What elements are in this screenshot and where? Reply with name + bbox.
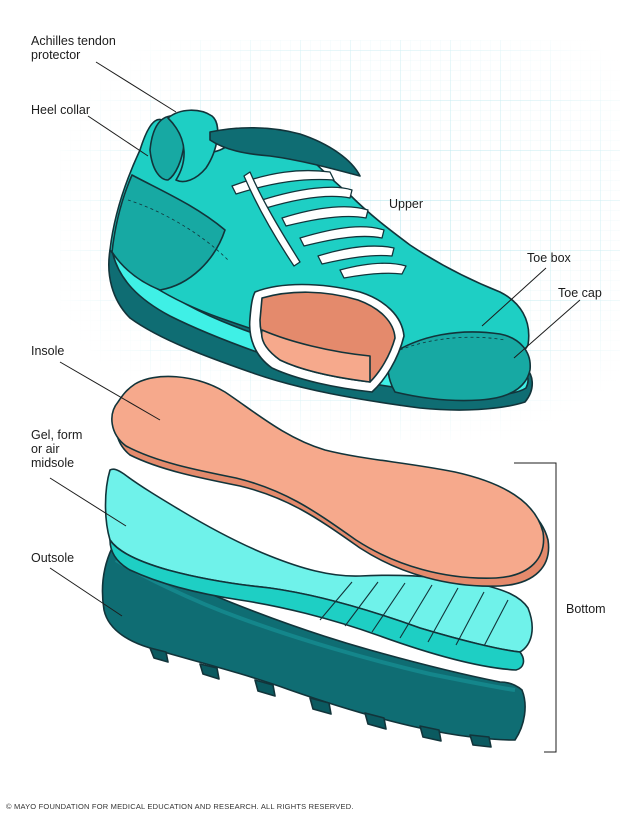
leader-heel-collar bbox=[87, 115, 149, 157]
midsole-shape bbox=[104, 468, 533, 671]
leader-outsole bbox=[49, 567, 123, 617]
label-bottom: Bottom bbox=[566, 602, 606, 616]
label-outsole: Outsole bbox=[31, 551, 75, 565]
insole-shape bbox=[111, 375, 550, 587]
laces bbox=[231, 169, 407, 279]
leader-toe-cap bbox=[513, 299, 581, 359]
label-insole: Insole bbox=[31, 344, 65, 358]
shoe-upper bbox=[108, 109, 534, 411]
copyright-notice: © MAYO FOUNDATION FOR MEDICAL EDUCATION … bbox=[6, 802, 354, 811]
leader-toe-box bbox=[481, 267, 547, 327]
outsole-shape bbox=[101, 547, 526, 748]
label-heel-collar: Heel collar bbox=[31, 103, 91, 117]
label-upper: Upper bbox=[389, 197, 424, 211]
label-midsole: Gel, form or air midsole bbox=[31, 428, 83, 470]
leader-achilles bbox=[95, 61, 177, 113]
leader-lines bbox=[49, 61, 581, 753]
leader-insole bbox=[59, 361, 161, 421]
label-achilles-tendon-protector: Achilles tendon protector bbox=[31, 34, 116, 62]
label-toe-cap: Toe cap bbox=[558, 286, 602, 300]
bottom-bracket bbox=[514, 462, 557, 753]
midsole-stripes bbox=[319, 581, 509, 647]
leader-midsole bbox=[49, 477, 127, 527]
label-toe-box: Toe box bbox=[527, 251, 571, 265]
